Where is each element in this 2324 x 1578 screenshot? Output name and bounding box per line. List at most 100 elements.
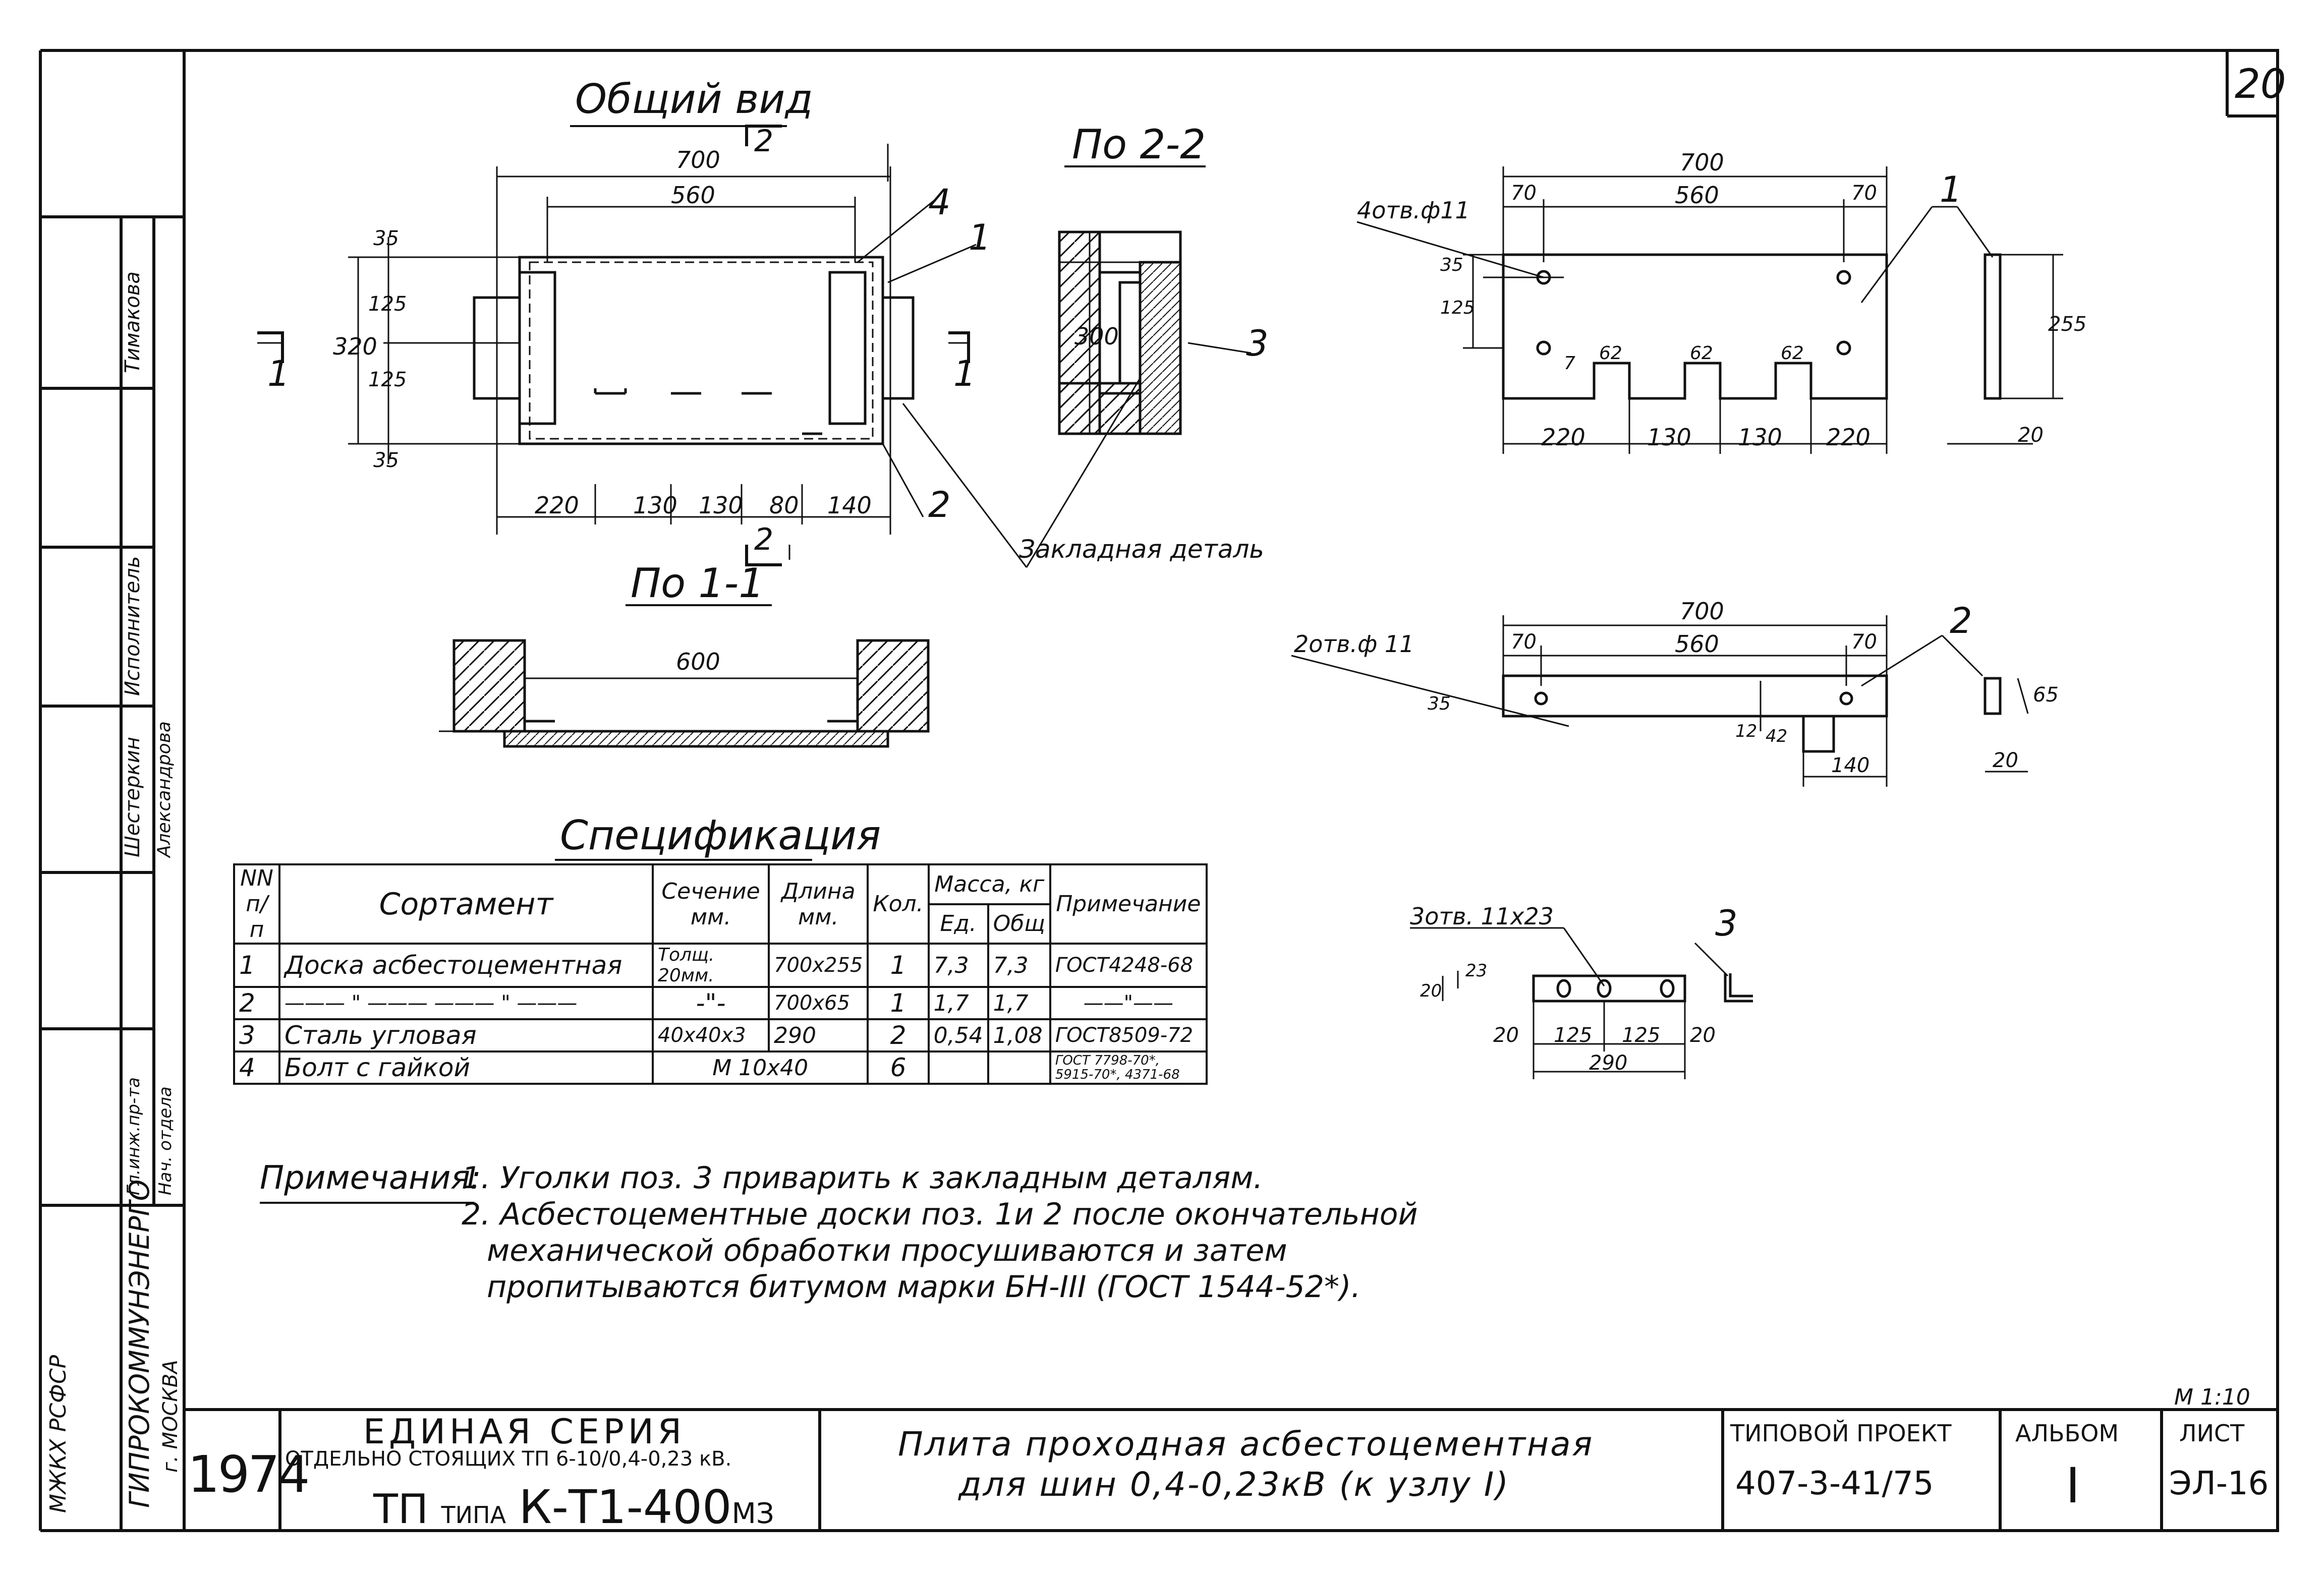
detail-3-geometry	[1532, 973, 1753, 1003]
detail-2-holes: 2отв.ф 11	[1294, 630, 1414, 658]
detail-2-12: 12	[1735, 721, 1758, 741]
table-row: 1 Доска асбестоцементная Толщ. 20мм. 700…	[233, 943, 1208, 988]
dim-125-b: 125	[368, 368, 407, 391]
cell-note: ГОСТ 7798-70*, 5915-70*, 4371-68	[1049, 1050, 1208, 1085]
detail-3-23: 23	[1465, 961, 1488, 981]
tp-type: ТИПА	[441, 1501, 506, 1529]
embedded-part-label: Закладная деталь	[1019, 535, 1264, 564]
sheet-label: ЛИСТ	[2179, 1420, 2245, 1447]
cell-section: -"-	[652, 986, 770, 1020]
scale-label: М 1:10	[2174, 1384, 2250, 1410]
detail-1-callout: 1	[1940, 169, 1962, 210]
project-label: ТИПОВОЙ ПРОЕКТ	[1730, 1420, 1952, 1447]
dim-125-a: 125	[368, 293, 407, 316]
detail-2-70-right: 70	[1851, 630, 1877, 654]
detail-1-130-a: 130	[1647, 424, 1691, 451]
dim-35-bottom: 35	[373, 449, 399, 472]
detail-1-130-b: 130	[1738, 424, 1782, 451]
notes-heading: Примечания:	[260, 1159, 481, 1197]
cell-note: ——"——	[1049, 986, 1208, 1020]
cell-unit: 0,54	[927, 1018, 989, 1053]
ministry: МЖКХ РСФСР	[45, 1355, 71, 1513]
sheet-number: 20	[2235, 61, 2286, 107]
role-chief-engineer: Гл.инж.пр-та	[124, 1077, 144, 1195]
header-note: Примечание	[1049, 863, 1208, 945]
header-mass: Масса, кг	[927, 863, 1051, 905]
detail-2-700: 700	[1680, 598, 1724, 625]
cell-name: Сталь угловая	[278, 1018, 654, 1053]
dim-140: 140	[827, 492, 872, 519]
role-dept-head: Нач. отдела	[155, 1086, 176, 1195]
cell-note: ГОСТ4248-68	[1049, 943, 1208, 988]
section-mark-left: 1	[267, 353, 290, 394]
year: 1974	[188, 1445, 310, 1504]
specification-table: NN п/п Сортамент Сечение мм. Длина мм. К…	[233, 863, 1208, 1085]
cell-unit	[927, 1050, 989, 1085]
drawing-title-line-2: для шин 0,4-0,23кВ (к узлу I)	[958, 1465, 1510, 1504]
detail-1-70-right: 70	[1851, 182, 1877, 205]
detail-1-62-b: 62	[1690, 343, 1713, 364]
section-2-2-geometry	[1058, 230, 1252, 435]
tp-code: К-Т1-400	[519, 1480, 732, 1534]
callout-2: 2	[928, 484, 951, 525]
header-name: Сортамент	[278, 863, 654, 945]
detail-1-holes: 4отв.ф11	[1357, 197, 1470, 224]
table-row: 4 Болт с гайкой М 10х40 6 ГОСТ 7798-70*,…	[233, 1050, 1208, 1085]
table-row: 2 ——— " ——— ——— " ——— -"- 700х65 1 1,7 1…	[233, 986, 1208, 1020]
detail-1-220-b: 220	[1826, 424, 1870, 451]
detail-2-560: 560	[1675, 630, 1719, 658]
cell-name: Доска асбестоцементная	[278, 943, 654, 988]
tp-designation: ТП ТИПА К-Т1-400МЗ	[373, 1480, 774, 1534]
cell-total: 1,7	[987, 986, 1051, 1020]
detail-2-70-left: 70	[1511, 630, 1537, 654]
header-mass-unit: Ед.	[927, 903, 989, 945]
org-name: ГИПРОКОММУНЭНЕРГО	[124, 1179, 155, 1508]
tp-prefix: ТП	[373, 1486, 429, 1533]
note-2-cont-1: механической обработки просушиваются и з…	[487, 1233, 1287, 1268]
detail-1-20: 20	[2018, 424, 2044, 447]
detail-2-42: 42	[1766, 726, 1788, 746]
header-length: Длина мм.	[767, 863, 869, 945]
cell-total: 7,3	[987, 943, 1051, 988]
cell-section: М 10х40	[651, 1050, 869, 1085]
note-2: 2. Асбестоцементные доски поз. 1и 2 посл…	[462, 1197, 1418, 1232]
detail-2-geometry	[1502, 674, 2002, 753]
detail-1-560: 560	[1675, 182, 1719, 209]
notes-block: Примечания: 1. Уголки поз. 3 приварить к…	[260, 1160, 1418, 1305]
name-timakova: Тимакова	[121, 271, 144, 373]
header-num: NN п/п	[233, 863, 280, 945]
detail-1-7: 7	[1564, 353, 1575, 374]
detail-3-holes: 3отв. 11х23	[1410, 903, 1554, 930]
section-1-1-geometry	[439, 639, 930, 748]
cell-n: 2	[233, 986, 280, 1020]
note-2-cont-2: пропитываются битумом марки БН-III (ГОСТ…	[487, 1269, 1361, 1305]
detail-3-20-v: 20	[1420, 981, 1442, 1001]
dim-700: 700	[676, 146, 720, 173]
detail-1-220-a: 220	[1541, 424, 1585, 451]
detail-1-70-left: 70	[1511, 182, 1537, 205]
album-value: I	[2066, 1457, 2080, 1514]
cell-section: Толщ. 20мм.	[652, 943, 770, 988]
cell-qty: 6	[867, 1050, 930, 1085]
project-code: 407-3-41/75	[1735, 1465, 1934, 1502]
dim-220: 220	[535, 492, 579, 519]
detail-3-125-a: 125	[1554, 1024, 1593, 1047]
detail-1-35: 35	[1440, 255, 1463, 275]
city: г. МОСКВА	[159, 1360, 182, 1473]
detail-1-geometry	[1502, 253, 2002, 400]
cell-qty: 1	[867, 943, 930, 988]
dim-560: 560	[671, 182, 715, 209]
header-section: Сечение мм.	[652, 863, 770, 945]
cell-length: 700х65	[767, 986, 869, 1020]
cell-unit: 7,3	[927, 943, 989, 988]
detail-1-700: 700	[1680, 149, 1724, 176]
cell-length: 290	[767, 1018, 869, 1053]
section-1-1-title: По 1-1	[631, 560, 765, 607]
cell-unit: 1,7	[927, 986, 989, 1020]
cell-qty: 2	[867, 1018, 930, 1053]
section-mark-bottom: 2	[754, 522, 774, 557]
detail-3-290: 290	[1589, 1051, 1628, 1075]
cell-qty: 1	[867, 986, 930, 1020]
